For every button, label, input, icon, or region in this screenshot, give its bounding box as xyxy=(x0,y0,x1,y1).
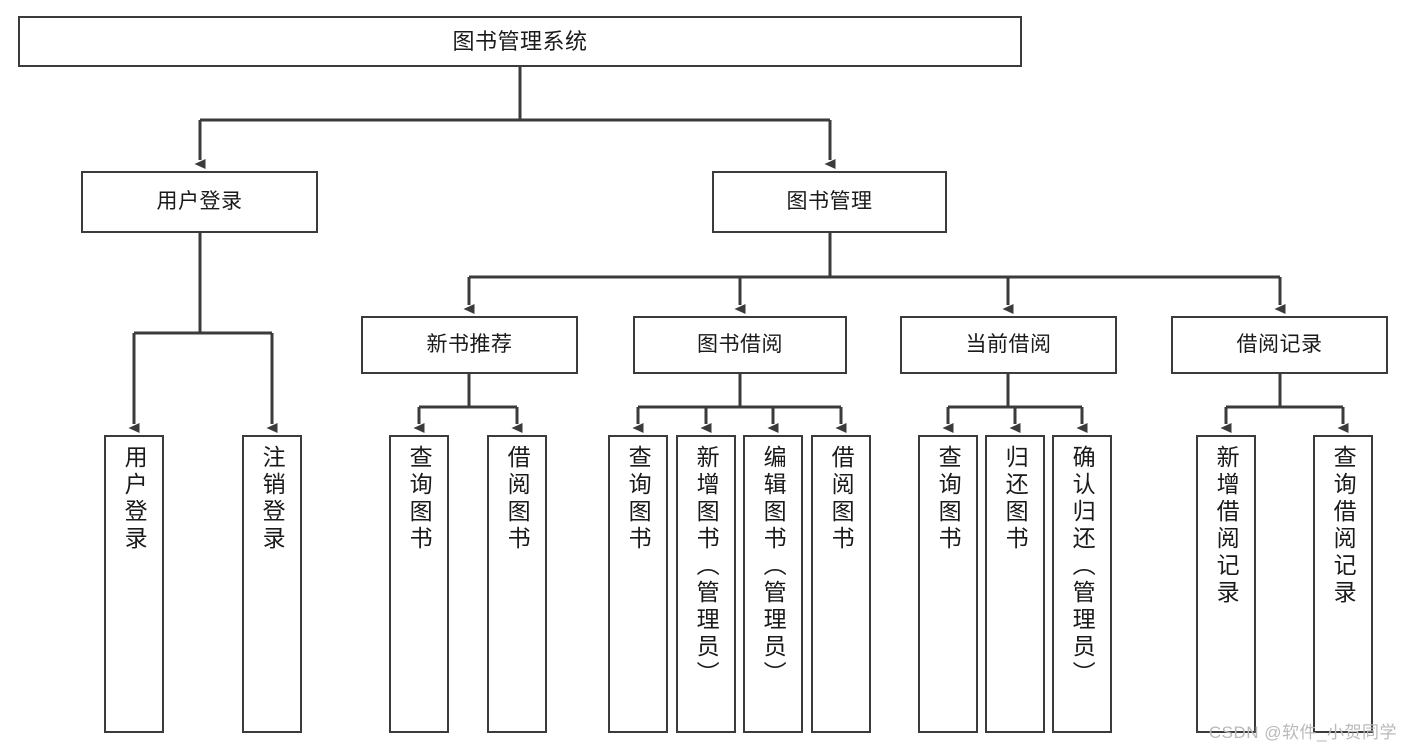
leaf-confirm-return[interactable]: 确认归还（管理员） xyxy=(1052,435,1112,733)
leaf-query-book-3-label: 查询图书 xyxy=(935,445,962,553)
leaf-add-book-label: 新增图书（管理员） xyxy=(693,445,720,688)
leaf-confirm-return-label: 确认归还（管理员） xyxy=(1069,445,1096,688)
leaf-query-book-1-label: 查询图书 xyxy=(406,445,433,553)
leaf-edit-book-label: 编辑图书（管理员） xyxy=(760,445,787,688)
node-root[interactable]: 图书管理系统 xyxy=(18,16,1022,67)
node-book-borrow-label: 图书借阅 xyxy=(697,332,783,356)
leaf-add-book[interactable]: 新增图书（管理员） xyxy=(676,435,736,733)
leaf-borrow-book-2-label: 借阅图书 xyxy=(828,445,855,553)
node-borrow-record-label: 借阅记录 xyxy=(1236,332,1323,356)
leaf-edit-book[interactable]: 编辑图书（管理员） xyxy=(743,435,803,733)
node-book-borrow[interactable]: 图书借阅 xyxy=(633,316,847,374)
leaf-query-record[interactable]: 查询借阅记录 xyxy=(1313,435,1373,733)
leaf-borrow-book-1[interactable]: 借阅图书 xyxy=(487,435,547,733)
leaf-logout-label: 注销登录 xyxy=(259,445,286,553)
leaf-query-book-1[interactable]: 查询图书 xyxy=(389,435,449,733)
node-new-book-rec[interactable]: 新书推荐 xyxy=(361,316,578,374)
node-current-borrow-label: 当前借阅 xyxy=(965,332,1052,356)
leaf-borrow-book-2[interactable]: 借阅图书 xyxy=(811,435,871,733)
node-user-login-label: 用户登录 xyxy=(156,189,243,213)
leaf-user-login[interactable]: 用户登录 xyxy=(104,435,164,733)
leaf-borrow-book-1-label: 借阅图书 xyxy=(504,445,531,553)
csdn-watermark: CSDN @软件_小贺同学 xyxy=(1208,723,1397,742)
node-borrow-record[interactable]: 借阅记录 xyxy=(1171,316,1388,374)
leaf-query-record-label: 查询借阅记录 xyxy=(1330,445,1357,607)
node-user-login[interactable]: 用户登录 xyxy=(81,171,318,233)
leaf-add-record[interactable]: 新增借阅记录 xyxy=(1196,435,1256,733)
leaf-query-book-2[interactable]: 查询图书 xyxy=(608,435,668,733)
node-book-manage[interactable]: 图书管理 xyxy=(712,171,947,233)
node-new-book-rec-label: 新书推荐 xyxy=(426,332,513,356)
leaf-query-book-2-label: 查询图书 xyxy=(625,445,652,553)
leaf-add-record-label: 新增借阅记录 xyxy=(1213,445,1240,607)
leaf-user-login-label: 用户登录 xyxy=(121,445,148,553)
leaf-return-book[interactable]: 归还图书 xyxy=(985,435,1045,733)
node-root-label: 图书管理系统 xyxy=(452,28,588,54)
node-book-manage-label: 图书管理 xyxy=(786,189,873,213)
leaf-return-book-label: 归还图书 xyxy=(1002,445,1029,553)
leaf-query-book-3[interactable]: 查询图书 xyxy=(918,435,978,733)
node-current-borrow[interactable]: 当前借阅 xyxy=(900,316,1117,374)
leaf-logout[interactable]: 注销登录 xyxy=(242,435,302,733)
